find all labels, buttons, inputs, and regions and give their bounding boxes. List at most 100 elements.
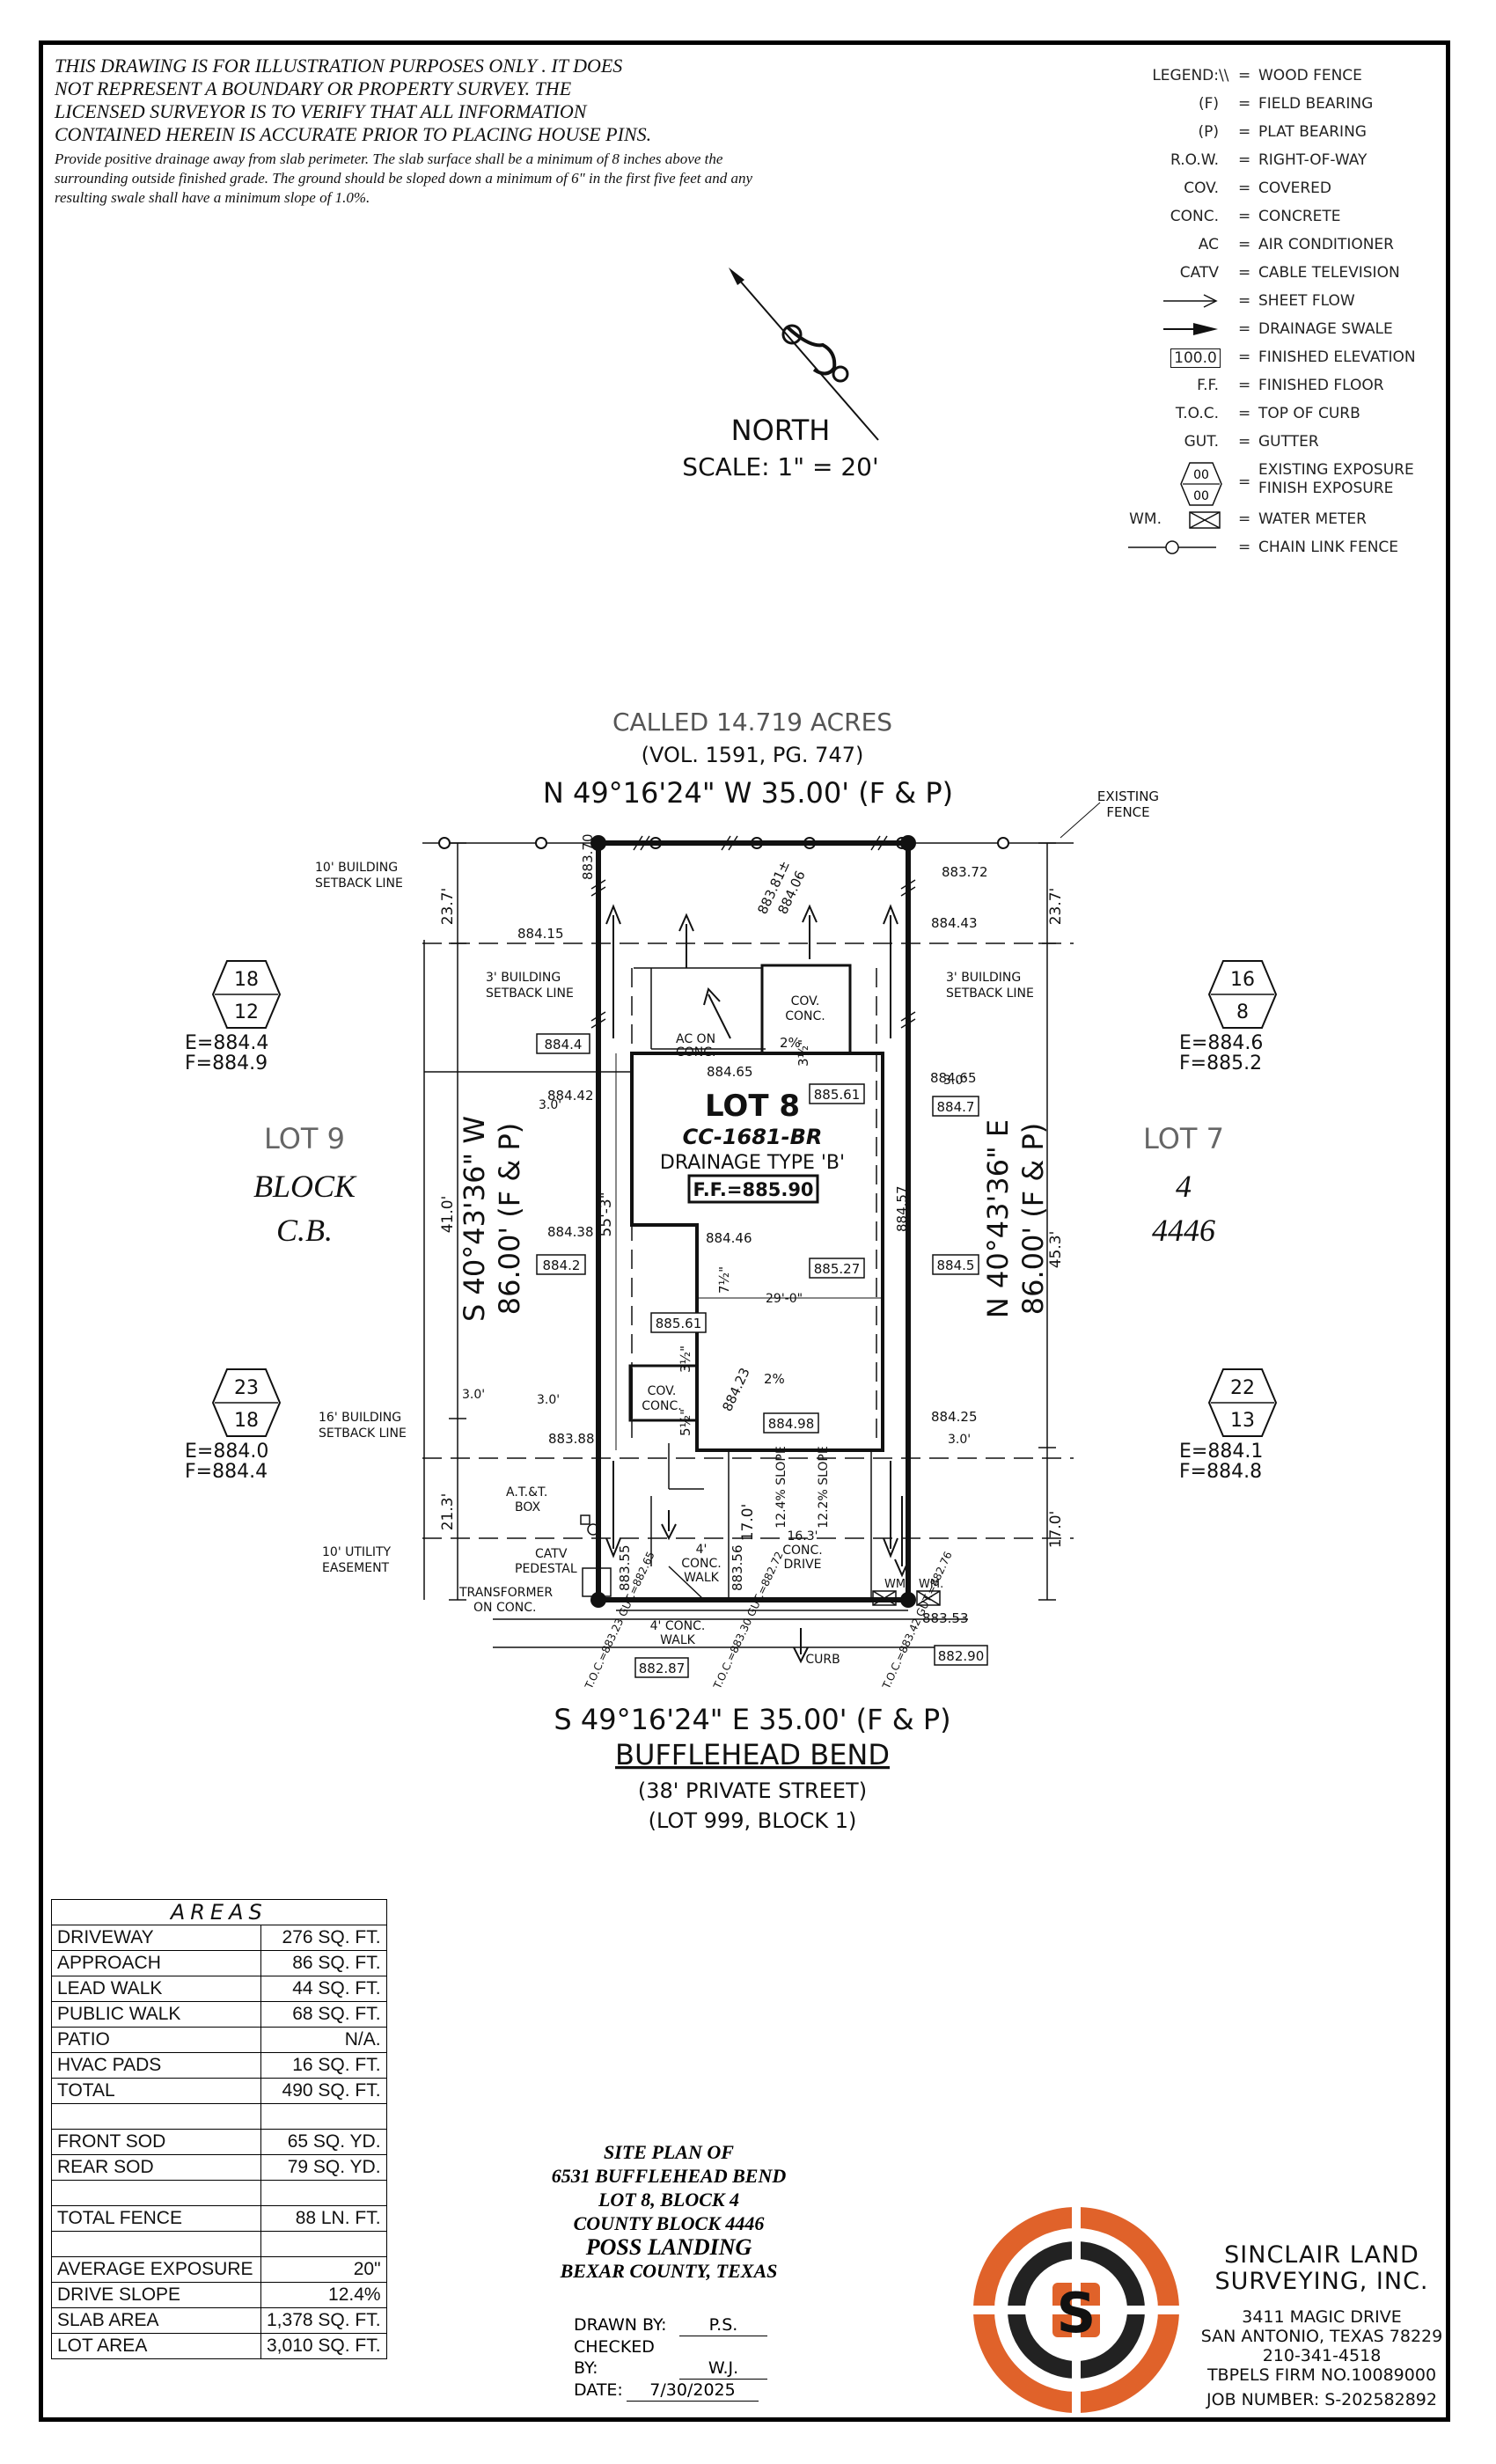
hex-e: E=884.1	[1179, 1441, 1263, 1463]
conc-walk-bottom-label: 4' CONC.WALK	[650, 1619, 706, 1647]
exposure-hex-icon	[1207, 960, 1278, 1029]
date-label: DATE:	[574, 2380, 623, 2400]
areas-label: SLAB AREA	[51, 2307, 261, 2334]
areas-value	[260, 2103, 387, 2130]
disclaimer: THIS DRAWING IS FOR ILLUSTRATION PURPOSE…	[55, 55, 759, 208]
legend-title: LEGEND:	[1152, 67, 1219, 84]
drainage-note: Provide positive drainage away from slab…	[55, 150, 753, 206]
drainage-type: DRAINAGE TYPE 'B'	[660, 1152, 845, 1174]
areas-label: LOT AREA	[51, 2333, 261, 2359]
hex-e: E=884.6	[1179, 1032, 1263, 1054]
svg-text:00: 00	[1193, 468, 1209, 482]
legend-desc: DRAINAGE SWALE	[1258, 320, 1393, 338]
areas-value: 1,378 SQ. FT.	[260, 2307, 387, 2334]
slope-2: 12.2% SLOPE	[817, 1446, 831, 1528]
areas-label: DRIVEWAY	[51, 1925, 261, 1951]
dim-23-7-left: 23.7'	[439, 888, 457, 926]
finished-elevation: 884.98	[768, 1416, 815, 1432]
legend-desc: WOOD FENCE	[1258, 67, 1362, 84]
areas-label: TOTAL FENCE	[51, 2205, 261, 2232]
hex-top: 16	[1230, 969, 1255, 991]
site-title-line: LOT 8, BLOCK 4	[598, 2189, 740, 2211]
conc-walk-label: 4'CONC.WALK	[681, 1543, 722, 1585]
legend-row: =CHAIN LINK FENCE	[1109, 539, 1443, 567]
areas-label: FRONT SOD	[51, 2129, 261, 2155]
lot-9: LOT 9	[264, 1122, 345, 1155]
lot-7: LOT 7	[1143, 1122, 1224, 1155]
logo-letter: S	[1057, 2281, 1096, 2345]
areas-label: AVERAGE EXPOSURE	[51, 2256, 261, 2283]
finished-elevation: 884.2	[543, 1258, 581, 1273]
elevation: 883.53	[922, 1610, 969, 1626]
hex-bottom: 13	[1230, 1410, 1255, 1432]
company-firm: TBPELS FIRM NO.10089000	[1206, 2365, 1437, 2385]
legend-desc: AIR CONDITIONER	[1258, 236, 1394, 253]
legend-row: WM. =WATER METER	[1109, 510, 1443, 539]
left-distance: 86.00' (F & P)	[493, 1123, 526, 1316]
areas-value: 3,010 SQ. FT.	[260, 2333, 387, 2359]
areas-row	[51, 2103, 387, 2130]
areas-value: 79 SQ. YD.	[260, 2154, 387, 2181]
legend-row: AC=AIR CONDITIONER	[1109, 236, 1443, 264]
legend-row: CONC.=CONCRETE	[1109, 208, 1443, 236]
elevation: 883.70	[580, 834, 596, 881]
legend-desc: COVERED	[1258, 180, 1331, 197]
elevation: 884.38	[547, 1224, 594, 1240]
curb-label: CURB	[805, 1653, 840, 1667]
site-title-line: COUNTY BLOCK 4446	[573, 2212, 765, 2234]
sheet-border	[39, 40, 1450, 2422]
legend-desc: WATER METER	[1258, 510, 1367, 528]
areas-value	[260, 2180, 387, 2206]
hex-bottom: 18	[234, 1410, 259, 1432]
date-value: 7/30/2025	[627, 2380, 759, 2402]
chain-link-fence-icon	[1128, 540, 1216, 554]
legend-symbol: CONC.	[1170, 208, 1219, 225]
hex-f: F=884.8	[1179, 1461, 1262, 1483]
transformer-pad	[582, 1567, 612, 1597]
areas-title: AREAS	[51, 1899, 387, 1925]
dimension-lines	[423, 842, 1056, 1601]
called-acres: CALLED 14.719 ACRES	[612, 708, 892, 737]
legend-symbol: T.O.C.	[1175, 405, 1219, 422]
legend-desc: TOP OF CURB	[1258, 405, 1360, 422]
legend-symbol: R.O.W.	[1170, 151, 1219, 169]
water-meter-icon	[872, 1590, 941, 1606]
areas-label: TOTAL	[51, 2078, 261, 2104]
areas-value: 16 SQ. FT.	[260, 2052, 387, 2079]
areas-value	[260, 2231, 387, 2257]
lot-boundary	[596, 840, 911, 1602]
dim-17-0-mid: 17.0'	[739, 1504, 757, 1542]
areas-row	[51, 2180, 387, 2206]
legend-symbol: 100.0	[1170, 348, 1221, 368]
hex-top: 22	[1230, 1377, 1255, 1399]
elevation: 884.43	[931, 915, 978, 931]
finished-floor: F.F.=885.90	[693, 1179, 813, 1200]
elevation: 884.65	[707, 1064, 753, 1080]
slope-pct: 2%	[780, 1035, 801, 1051]
exposure-hex-icon	[211, 1368, 282, 1437]
dim-3-0-left: 3.0'	[462, 1388, 485, 1402]
site-title-block: SITE PLAN OF 6531 BUFFLEHEAD BEND LOT 8,…	[493, 2140, 845, 2283]
job-number: JOB NUMBER: S-202582892	[1206, 2390, 1437, 2409]
legend-row: LEGEND:\\=WOOD FENCE	[1109, 67, 1443, 95]
sheet-flow-arrows	[605, 904, 910, 1664]
lot-7-block: 4	[1176, 1169, 1192, 1204]
areas-value: 65 SQ. YD.	[260, 2129, 387, 2155]
covered-porch-front	[628, 1364, 699, 1422]
legend-desc: CABLE TELEVISION	[1258, 264, 1400, 282]
legend-symbol: \\	[1219, 67, 1229, 84]
site-title-line: SITE PLAN OF	[604, 2141, 734, 2163]
legend-desc: CHAIN LINK FENCE	[1258, 539, 1399, 556]
drive-label: 16.3'CONC.DRIVE	[782, 1529, 823, 1572]
finished-elevation: 882.87	[639, 1661, 686, 1676]
drainage-swale-icon	[1163, 323, 1218, 335]
legend-row: COV.=COVERED	[1109, 180, 1443, 208]
